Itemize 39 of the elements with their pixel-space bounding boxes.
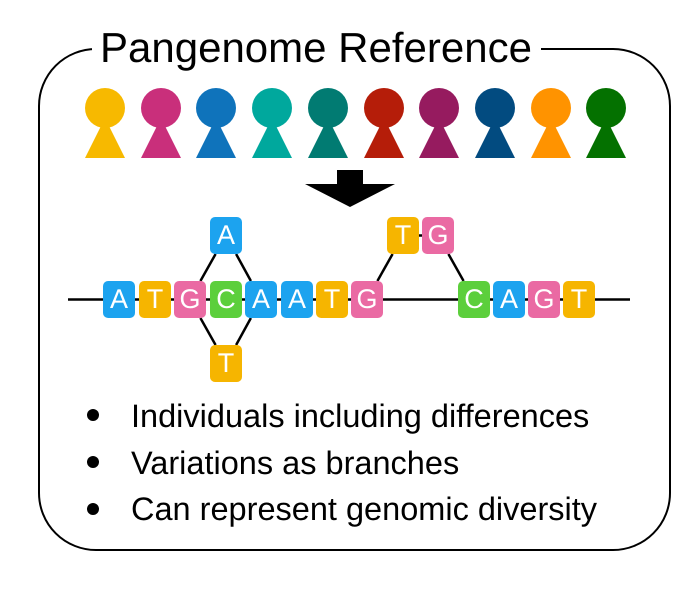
nucleotide-tile: A bbox=[281, 281, 313, 318]
nucleotide-tile: A bbox=[210, 217, 242, 254]
nucleotide-tile: G bbox=[422, 217, 454, 254]
connector-line bbox=[348, 298, 351, 301]
nucleotide-tile: C bbox=[458, 281, 490, 318]
nucleotide-tile: T bbox=[387, 217, 419, 254]
nucleotide-tile: T bbox=[563, 281, 595, 318]
connector-line bbox=[376, 253, 394, 282]
connector-line bbox=[383, 298, 458, 301]
connector-line bbox=[199, 253, 217, 282]
connector-line bbox=[235, 253, 252, 282]
connector-line bbox=[277, 298, 281, 301]
nucleotide-tile: T bbox=[316, 281, 348, 318]
connector-line bbox=[490, 298, 493, 301]
nucleotide-tile: A bbox=[493, 281, 525, 318]
bullet-point: Variations as branches bbox=[131, 446, 460, 479]
connector-line bbox=[560, 298, 563, 301]
connector-line bbox=[199, 317, 217, 346]
nucleotide-tile: G bbox=[528, 281, 560, 318]
connector-line bbox=[235, 317, 252, 346]
connector-line bbox=[242, 298, 245, 301]
nucleotide-tile: T bbox=[139, 281, 171, 318]
nucleotide-tile: G bbox=[351, 281, 383, 318]
nucleotide-tile: A bbox=[103, 281, 135, 318]
nucleotide-tile: A bbox=[245, 281, 277, 318]
connector-line bbox=[135, 298, 139, 301]
connector-line bbox=[313, 298, 316, 301]
bullet-point: Individuals including differences bbox=[131, 400, 590, 432]
connector-line bbox=[447, 253, 465, 282]
connector-line bbox=[419, 234, 422, 237]
nucleotide-tile: T bbox=[210, 345, 242, 382]
connector-line bbox=[595, 298, 630, 301]
bullet-point: Can represent genomic diversity bbox=[131, 493, 598, 526]
connector-line bbox=[171, 298, 174, 301]
connector-line bbox=[68, 298, 103, 301]
connector-line bbox=[206, 298, 210, 301]
nucleotide-tile: G bbox=[174, 281, 206, 318]
nucleotide-tile: C bbox=[210, 281, 242, 318]
connector-line bbox=[525, 298, 528, 301]
